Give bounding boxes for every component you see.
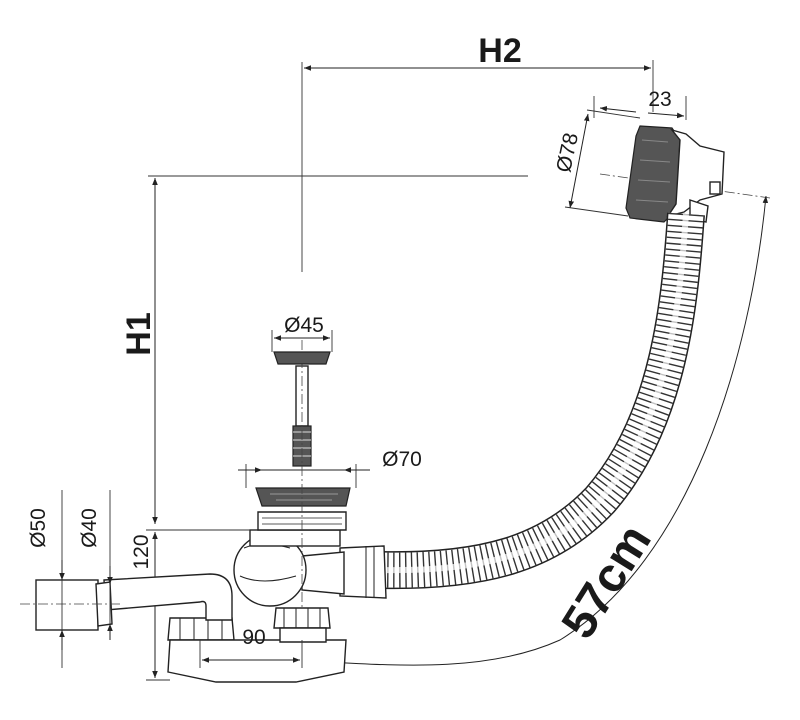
overflow-head: 23 Ø78 xyxy=(552,88,771,223)
waste-valve: Ø70 Ø45 xyxy=(233,314,422,620)
overflow-diameter-label: Ø78 xyxy=(552,131,583,175)
h2-dimension: H2 xyxy=(301,32,654,272)
overflow-depth-label: 23 xyxy=(648,88,671,111)
plug-diameter-label: Ø45 xyxy=(284,314,324,337)
trap: 120 90 xyxy=(130,529,347,683)
outlet-outer-label: Ø50 xyxy=(27,508,50,548)
h2-label: H2 xyxy=(478,32,521,70)
outlet-inner-label: Ø40 xyxy=(78,508,101,548)
trap-height-label: 120 xyxy=(130,534,153,569)
outlet-elbow: Ø50 Ø40 xyxy=(20,490,233,668)
corrugated-hose xyxy=(379,212,705,590)
h1-dimension: H1 xyxy=(120,175,528,524)
h1-label: H1 xyxy=(120,312,158,355)
waste-diameter-label: Ø70 xyxy=(382,448,422,471)
trap-offset-label: 90 xyxy=(242,626,265,649)
